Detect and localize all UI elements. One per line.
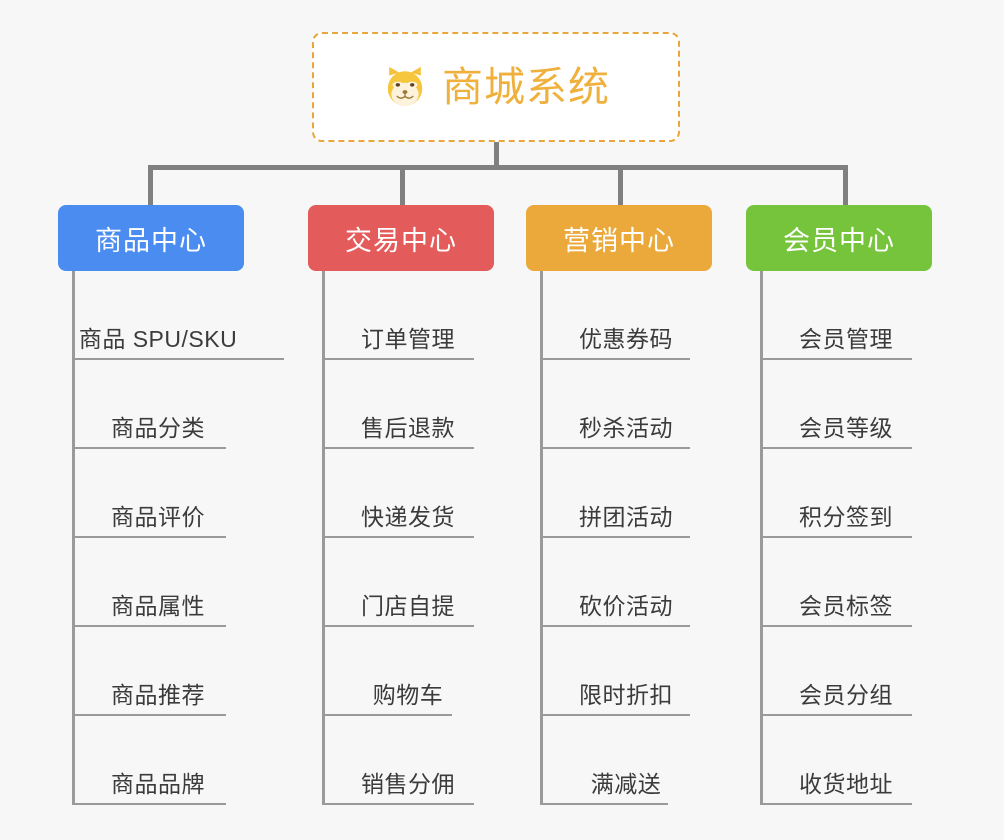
leaf-item[interactable]: 拼团活动 [540,449,712,538]
leaf-item[interactable]: 满减送 [540,716,712,805]
leaf-item[interactable]: 商品评价 [72,449,244,538]
leaf-label: 商品品牌 [111,771,205,797]
shiba-dog-icon [382,64,428,110]
leaf-item[interactable]: 商品推荐 [72,627,244,716]
leaf-label: 积分签到 [799,504,893,530]
leaf-item[interactable]: 优惠券码 [540,271,712,360]
leaf-label: 购物车 [372,682,444,708]
leaf-item[interactable]: 积分签到 [760,449,932,538]
leaf-underline [760,714,912,716]
leaf-label: 拼团活动 [579,504,673,530]
leaf-label: 会员标签 [799,593,893,619]
leaf-label: 商品 SPU/SKU [78,326,238,352]
connector-stem [494,142,499,169]
leaf-underline [322,536,474,538]
root-node[interactable]: 商城系统 [312,32,680,142]
connector-drop-0 [148,165,153,205]
leaf-item[interactable]: 会员管理 [760,271,932,360]
branch-header[interactable]: 商品中心 [58,205,244,271]
leaf-underline [540,803,668,805]
root-title: 商城系统 [442,63,610,110]
leaf-label: 优惠券码 [579,326,673,352]
leaf-label: 秒杀活动 [579,415,673,441]
leaf-label: 售后退款 [361,415,455,441]
leaf-item[interactable]: 会员等级 [760,360,932,449]
leaf-underline [72,358,284,360]
leaf-underline [72,536,226,538]
leaf-item[interactable]: 会员分组 [760,627,932,716]
leaf-item[interactable]: 会员标签 [760,538,932,627]
leaf-underline [322,625,474,627]
leaf-underline [322,803,474,805]
leaf-underline [322,358,474,360]
branch-header[interactable]: 营销中心 [526,205,712,271]
leaf-label: 商品评价 [111,504,205,530]
leaf-label: 会员管理 [799,326,893,352]
leaf-label: 会员分组 [799,682,893,708]
leaf-underline [760,625,912,627]
leaf-item[interactable]: 门店自提 [322,538,494,627]
branch-spine [72,271,75,805]
leaf-label: 满减送 [590,771,662,797]
leaf-label: 限时折扣 [579,682,673,708]
leaf-item[interactable]: 售后退款 [322,360,494,449]
branch-spine [322,271,325,805]
leaf-underline [540,625,690,627]
connector-horizontal-bar [148,165,848,170]
leaf-label: 商品属性 [111,593,205,619]
leaf-underline [760,803,912,805]
leaf-underline [540,536,690,538]
leaf-item[interactable]: 购物车 [322,627,494,716]
branch-column: 营销中心优惠券码秒杀活动拼团活动砍价活动限时折扣满减送 [526,205,712,805]
leaf-underline [540,358,690,360]
leaf-underline [540,447,690,449]
leaf-underline [72,447,226,449]
leaf-label: 收货地址 [799,771,893,797]
leaf-underline [72,714,226,716]
leaf-item[interactable]: 秒杀活动 [540,360,712,449]
leaf-label: 门店自提 [361,593,455,619]
leaf-label: 商品推荐 [111,682,205,708]
branch-column: 交易中心订单管理售后退款快递发货门店自提购物车销售分佣 [308,205,494,805]
leaf-item[interactable]: 收货地址 [760,716,932,805]
leaf-item[interactable]: 商品分类 [72,360,244,449]
leaf-label: 销售分佣 [361,771,455,797]
leaf-underline [72,803,226,805]
branch-header[interactable]: 会员中心 [746,205,932,271]
leaf-label: 砍价活动 [579,593,673,619]
leaf-label: 订单管理 [361,326,455,352]
leaf-underline [540,714,690,716]
leaf-underline [760,536,912,538]
leaf-item[interactable]: 商品品牌 [72,716,244,805]
leaf-underline [760,447,912,449]
leaf-item[interactable]: 销售分佣 [322,716,494,805]
branch-spine [760,271,763,805]
leaf-label: 商品分类 [111,415,205,441]
leaf-item[interactable]: 限时折扣 [540,627,712,716]
leaf-item[interactable]: 商品属性 [72,538,244,627]
leaf-underline [322,447,474,449]
branch-spine [540,271,543,805]
leaf-item[interactable]: 快递发货 [322,449,494,538]
leaf-label: 快递发货 [361,504,455,530]
leaf-item[interactable]: 商品 SPU/SKU [72,271,284,360]
leaf-label: 会员等级 [799,415,893,441]
branch-header[interactable]: 交易中心 [308,205,494,271]
leaf-list: 商品 SPU/SKU 商品分类商品评价商品属性商品推荐商品品牌 [58,271,284,805]
leaf-list: 会员管理会员等级积分签到会员标签会员分组收货地址 [746,271,932,805]
connector-drop-2 [618,165,623,205]
connector-drop-1 [400,165,405,205]
leaf-item[interactable]: 订单管理 [322,271,494,360]
branch-column: 会员中心会员管理会员等级积分签到会员标签会员分组收货地址 [746,205,932,805]
leaf-list: 订单管理售后退款快递发货门店自提购物车销售分佣 [308,271,494,805]
leaf-underline [322,714,452,716]
branch-column: 商品中心商品 SPU/SKU 商品分类商品评价商品属性商品推荐商品品牌 [58,205,284,805]
connector-drop-3 [843,165,848,205]
leaf-item[interactable]: 砍价活动 [540,538,712,627]
leaf-list: 优惠券码秒杀活动拼团活动砍价活动限时折扣满减送 [526,271,712,805]
leaf-underline [760,358,912,360]
leaf-underline [72,625,226,627]
